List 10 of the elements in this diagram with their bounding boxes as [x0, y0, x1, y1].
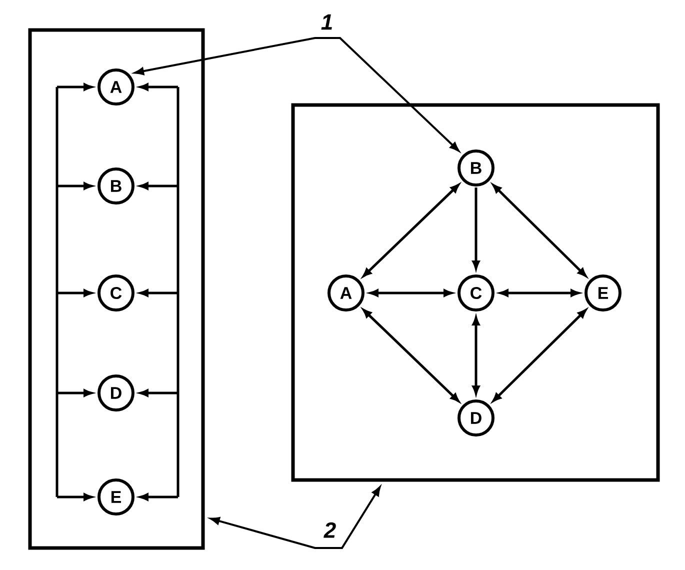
- leader-line: [315, 37, 460, 152]
- arrow: [492, 184, 586, 277]
- callout-number: 1: [321, 14, 332, 30]
- panel-frame: [291, 103, 660, 482]
- leader-line: [315, 486, 381, 549]
- callout-number: 2: [324, 522, 336, 538]
- arrow: [492, 309, 586, 402]
- panel-frame: [28, 28, 205, 550]
- arrow: [362, 309, 460, 402]
- arrow: [362, 184, 460, 277]
